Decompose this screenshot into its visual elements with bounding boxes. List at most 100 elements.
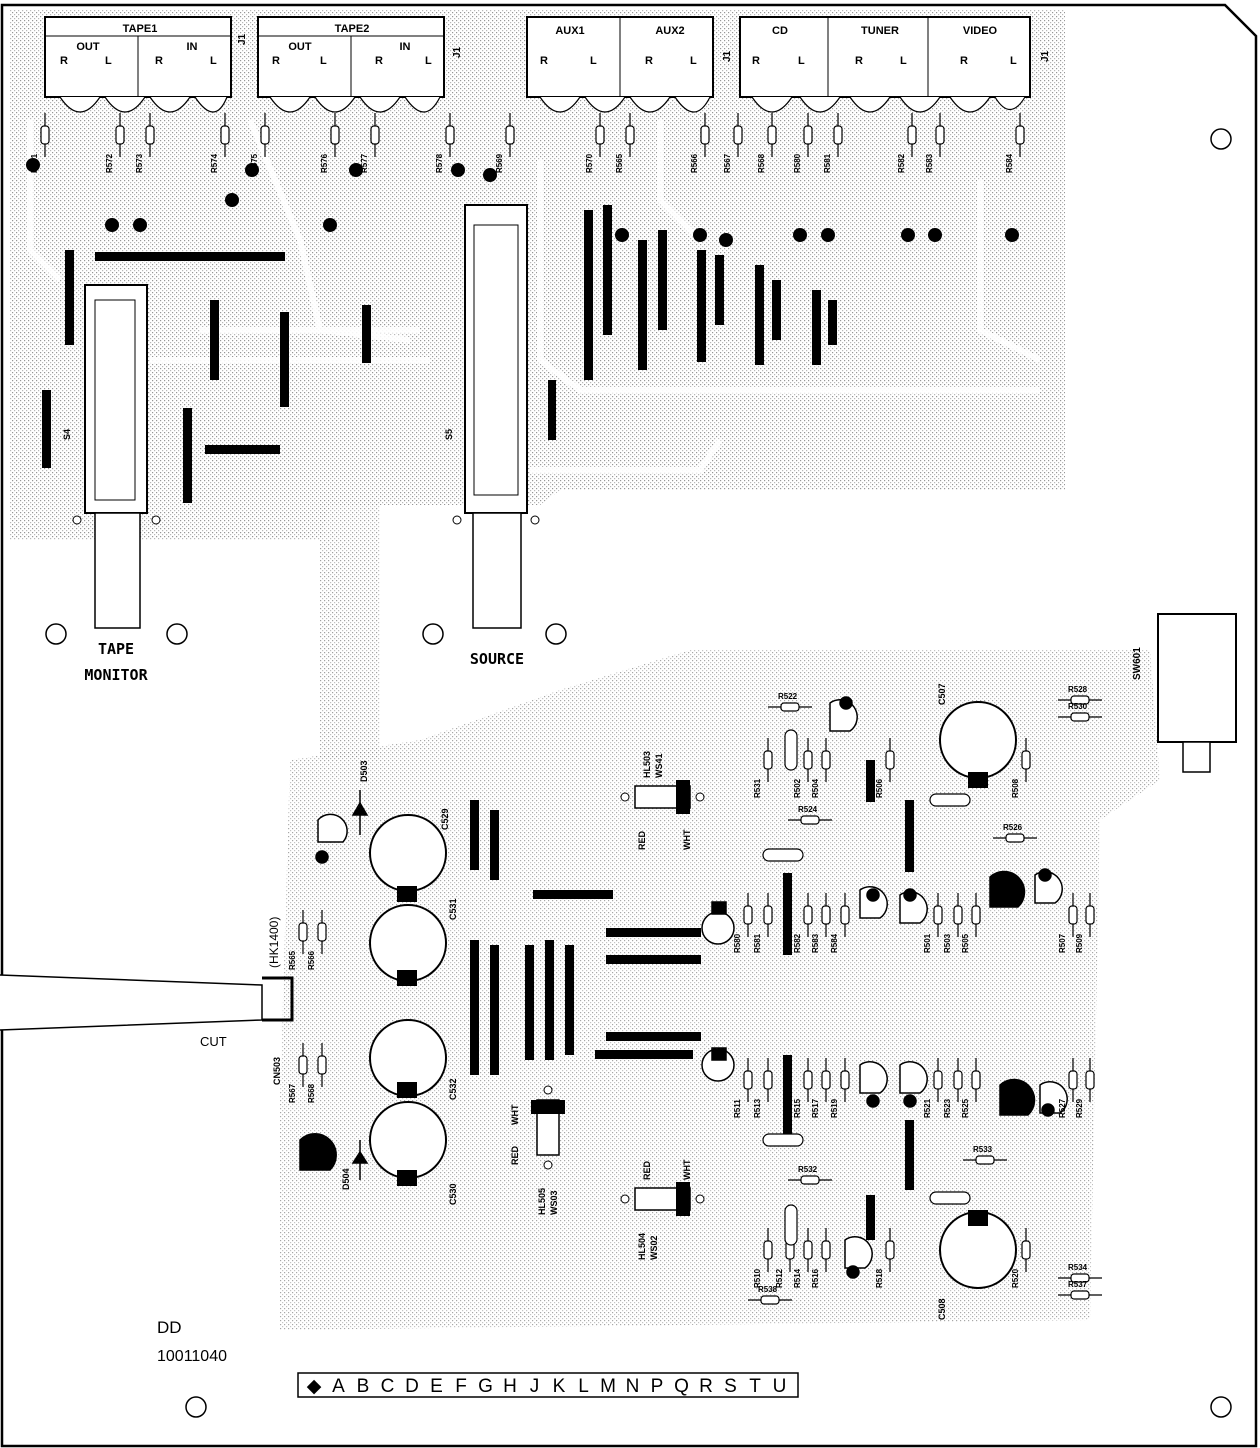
aux-pin-3: R xyxy=(645,55,653,67)
resistor xyxy=(933,905,943,925)
resistor xyxy=(1068,905,1078,925)
footer-part-number: 10011040 xyxy=(157,1348,227,1365)
resistor-label: R527 xyxy=(1058,1098,1067,1118)
resistor xyxy=(760,1295,780,1305)
resistor xyxy=(505,125,515,145)
sw601-label: SW601 xyxy=(1132,647,1143,680)
resistor xyxy=(803,905,813,925)
grid-letter: R xyxy=(699,1376,713,1397)
grid-legend-box xyxy=(297,1372,799,1398)
tape2-pin-2: L xyxy=(320,55,327,67)
grid-letter: L xyxy=(578,1376,589,1397)
resistor-label: R502 xyxy=(793,778,802,798)
grid-letter: T xyxy=(749,1376,761,1397)
resistor xyxy=(1085,1070,1095,1090)
tape2-title: TAPE2 xyxy=(335,23,370,35)
small-cap xyxy=(349,163,363,177)
resistor-label: R518 xyxy=(875,1268,884,1288)
resistor-label: R577 xyxy=(360,153,369,173)
resistor-label: R573 xyxy=(135,153,144,173)
resistor xyxy=(833,125,843,145)
resistor xyxy=(1021,750,1031,770)
tape1-pin-2: L xyxy=(105,55,112,67)
resistor xyxy=(935,125,945,145)
grid-letter: Q xyxy=(674,1376,689,1397)
small-cap xyxy=(451,163,465,177)
transistors xyxy=(299,696,1068,1279)
resistor-label: R583 xyxy=(811,933,820,953)
resistor-label: R526 xyxy=(1003,823,1023,832)
src-pin-2: L xyxy=(798,55,805,67)
c507-label: C507 xyxy=(937,683,947,705)
resistor xyxy=(1085,905,1095,925)
resistor-label: R517 xyxy=(811,1098,820,1118)
resistor-label: R520 xyxy=(1011,1268,1020,1288)
switch-source-ref: S5 xyxy=(444,429,454,440)
resistor-label: R522 xyxy=(778,692,798,701)
resistor-label: R521 xyxy=(923,1098,932,1118)
small-cap xyxy=(793,228,807,242)
tape-monitor-label-1: TAPE xyxy=(98,640,134,658)
hl503-wht: WHT xyxy=(682,829,692,850)
grid-letter: A xyxy=(332,1376,345,1397)
resistor xyxy=(1070,1290,1090,1300)
resistor xyxy=(625,125,635,145)
resistor xyxy=(907,125,917,145)
resistor-label: R582 xyxy=(897,153,906,173)
tape1-in: IN xyxy=(187,41,198,53)
resistor-label: R583 xyxy=(925,153,934,173)
resistor-label: R580 xyxy=(733,933,742,953)
resistor xyxy=(743,905,753,925)
resistor-label: R511 xyxy=(733,1099,742,1118)
resistor-label: R576 xyxy=(320,153,329,173)
top-resistors: R571R572R573R574R575R576R577R578R569R570… xyxy=(26,113,1025,247)
hl504-ref: HL504 xyxy=(637,1233,647,1260)
trace-group-top xyxy=(27,118,1042,473)
tape1-pin-3: R xyxy=(155,55,163,67)
grid-letter: D xyxy=(405,1376,419,1397)
film-capacitor xyxy=(929,793,971,807)
grid-letter: M xyxy=(600,1376,616,1397)
hl504-wht: WHT xyxy=(682,1159,692,1180)
small-cap xyxy=(901,228,915,242)
resistor-label: R567 xyxy=(723,153,732,173)
grid-letter: S xyxy=(724,1376,737,1397)
small-cap xyxy=(323,218,337,232)
small-cap xyxy=(928,228,942,242)
resistor xyxy=(1021,1240,1031,1260)
resistor xyxy=(821,1240,831,1260)
resistor-label: R584 xyxy=(830,933,839,953)
resistor-label: R570 xyxy=(585,153,594,173)
resistor xyxy=(317,922,327,942)
resistor xyxy=(145,125,155,145)
resistor xyxy=(840,1070,850,1090)
resistor-label: R523 xyxy=(943,1098,952,1118)
cut-note: (HK1400) xyxy=(267,917,281,968)
led-hl505 xyxy=(531,1085,565,1170)
resistor xyxy=(1070,695,1090,705)
resistor xyxy=(803,125,813,145)
small-cap xyxy=(133,218,147,232)
resistor xyxy=(953,905,963,925)
resistor-label: R566 xyxy=(690,153,699,173)
connector-tape1: TAPE1 OUT IN R L R L J1 xyxy=(44,16,248,98)
mounting-holes xyxy=(45,128,1232,1418)
video-title: VIDEO xyxy=(963,25,998,37)
resistor xyxy=(763,1070,773,1090)
cut-connector xyxy=(0,974,294,1031)
resistor-label: R507 xyxy=(1058,933,1067,953)
small-cap xyxy=(719,233,733,247)
resistor-label: R538 xyxy=(758,1285,778,1294)
resistor xyxy=(743,1070,753,1090)
resistor xyxy=(220,125,230,145)
resistor-label: R532 xyxy=(798,1165,818,1174)
resistor-label: R565 xyxy=(615,153,624,173)
footer-code: DD xyxy=(157,1318,182,1337)
src-jack: J1 xyxy=(1040,50,1051,62)
resistor xyxy=(260,125,270,145)
d503-label: D503 xyxy=(359,760,369,782)
resistor-label: R569 xyxy=(495,153,504,173)
c530-label: C530 xyxy=(448,1183,458,1205)
tape2-pin-1: R xyxy=(272,55,280,67)
tape1-jack: J1 xyxy=(237,33,248,45)
